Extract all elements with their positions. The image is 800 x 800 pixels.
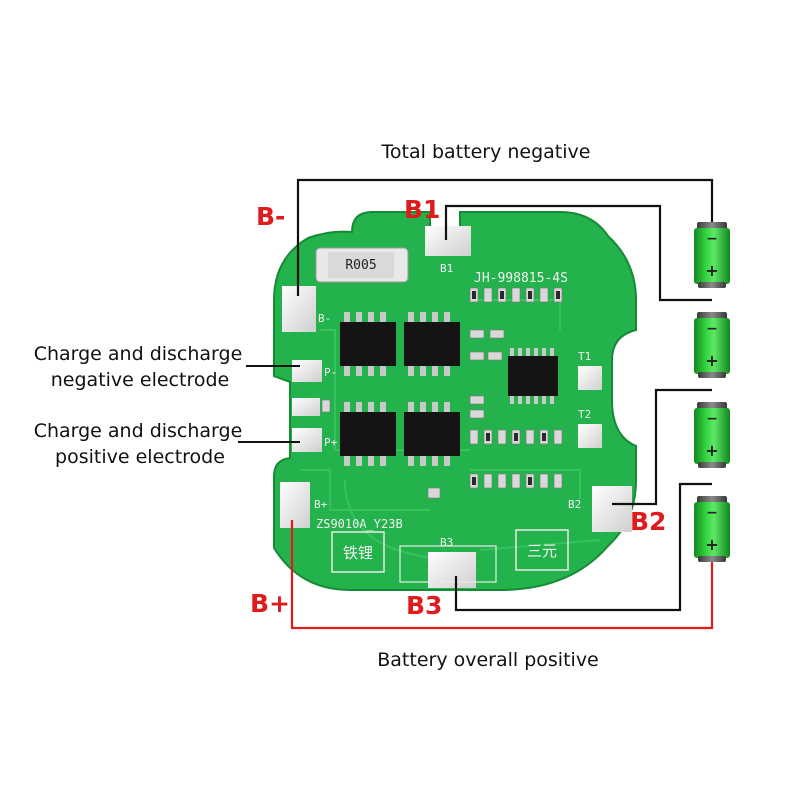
pad-mid	[292, 398, 320, 416]
label-neg-electrode-2: negative electrode	[51, 369, 229, 391]
terminal-b-plus: B+	[250, 589, 290, 618]
silk-p-minus: P-	[324, 366, 337, 379]
pads	[280, 226, 632, 588]
battery-3-plus: +	[705, 441, 718, 460]
wire-b2	[612, 388, 712, 506]
pad-t1	[578, 366, 602, 390]
terminal-b-minus: B-	[256, 202, 285, 231]
wire-total-negative	[296, 178, 714, 296]
pointer-lines	[238, 365, 300, 443]
model-silk: JH-998815-4S	[474, 271, 568, 286]
resistor-label: R005	[345, 258, 376, 273]
pad-b-plus	[280, 482, 310, 528]
pcb-outline	[273, 211, 637, 591]
label-pos-electrode-1: Charge and discharge	[34, 420, 243, 442]
silk-b-plus: B+	[314, 498, 328, 511]
battery-cell-2: − +	[694, 312, 730, 378]
battery-cell-1: − +	[694, 222, 730, 288]
terminal-b1: B1	[404, 195, 440, 224]
silk-t2: T2	[578, 408, 591, 421]
code-silk: ZS9010A_Y23B	[316, 517, 403, 531]
wire-overall-positive	[290, 520, 714, 630]
battery-cell-3: − +	[694, 402, 730, 468]
pad-p-plus	[292, 428, 322, 452]
battery-1-plus: +	[705, 261, 718, 280]
battery-1-minus: −	[706, 231, 718, 247]
terminal-labels: B- B1 B2 B3 B+	[250, 195, 666, 620]
battery-stack: − + − + − + − +	[694, 222, 730, 562]
terminal-b2: B2	[630, 507, 666, 536]
battery-4-plus: +	[705, 535, 718, 554]
silk-b-minus: B-	[318, 312, 331, 325]
battery-2-plus: +	[705, 351, 718, 370]
mosfet-4	[404, 402, 460, 466]
label-neg-electrode-1: Charge and discharge	[34, 343, 243, 365]
chem-select: 铁锂 三元	[331, 529, 569, 583]
wire-b3	[454, 482, 712, 612]
silk-t1: T1	[578, 350, 591, 363]
wire-b1	[444, 204, 712, 302]
current-sense-resistor: R005	[315, 247, 409, 283]
label-total-negative: Total battery negative	[381, 141, 591, 163]
diagram-labels: Total battery negative Battery overall p…	[34, 141, 599, 671]
mosfet-3	[340, 402, 396, 466]
silk-b3: B3	[440, 536, 453, 549]
battery-3-minus: −	[706, 411, 718, 427]
battery-4-minus: −	[706, 505, 718, 521]
pcb-board: R005	[273, 211, 637, 591]
silk-b1: B1	[440, 262, 453, 275]
pad-p-minus	[292, 360, 322, 382]
terminal-b3: B3	[406, 591, 442, 620]
silk-p-plus: P+	[324, 436, 338, 449]
silk-b2: B2	[568, 498, 581, 511]
chem-right-label: 三元	[527, 542, 557, 560]
wires	[290, 178, 714, 630]
pad-b2	[592, 486, 632, 532]
protection-ic	[508, 348, 558, 404]
label-pos-electrode-2: positive electrode	[55, 446, 225, 468]
mosfets	[340, 312, 460, 466]
battery-cell-4: − +	[694, 496, 730, 562]
label-overall-positive: Battery overall positive	[377, 649, 599, 671]
pad-t2	[578, 424, 602, 448]
mosfet-2	[404, 312, 460, 376]
chem-left-label: 铁锂	[343, 544, 373, 562]
smd-components	[321, 287, 563, 499]
battery-2-minus: −	[706, 321, 718, 337]
silkscreen: JH-998815-4S ZS9010A_Y23B B- B1 B2 B3 B+…	[314, 262, 591, 549]
pad-b1	[425, 226, 471, 256]
mosfet-1	[340, 312, 396, 376]
